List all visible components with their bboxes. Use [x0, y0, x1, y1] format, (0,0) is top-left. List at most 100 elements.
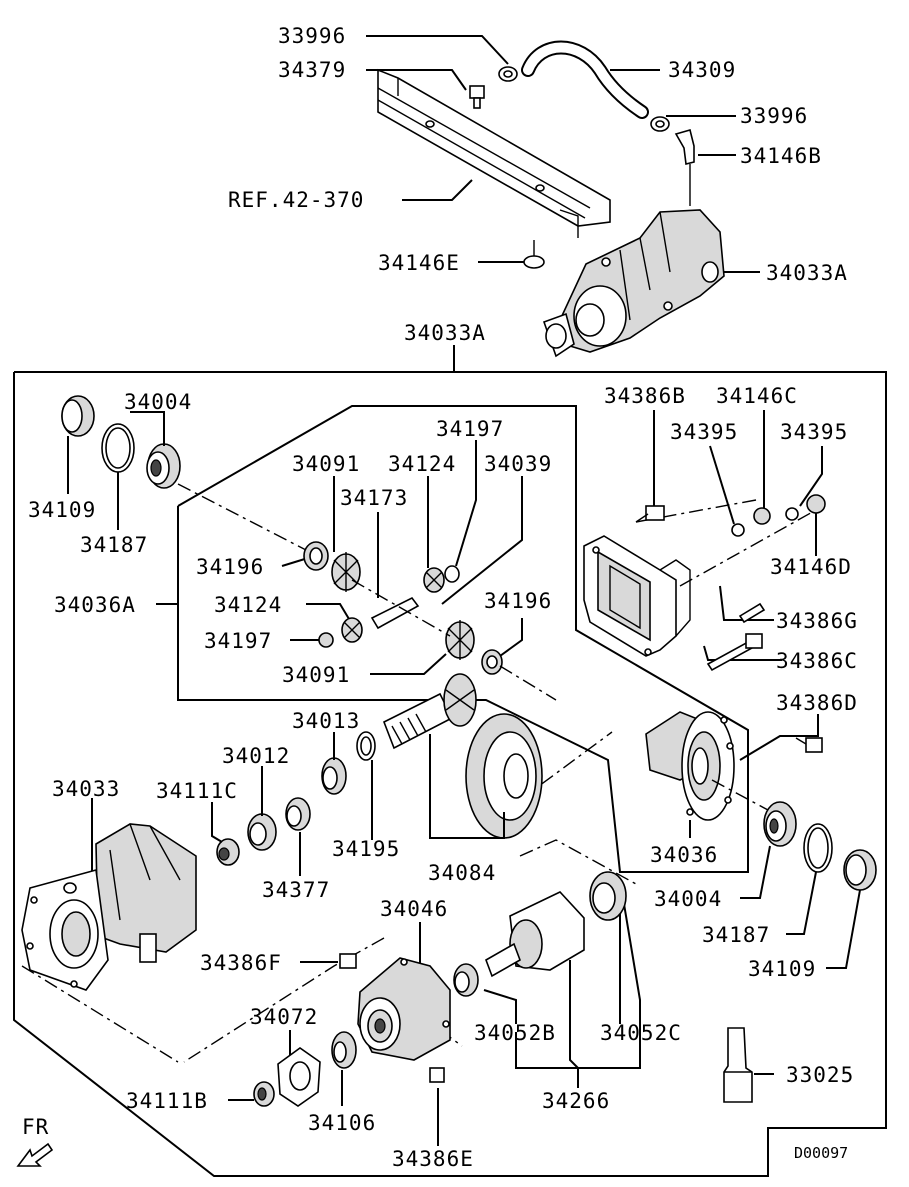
bearing-34004-top	[146, 443, 181, 489]
pinion-gear-34124-top	[423, 567, 445, 593]
label-34109-low: 34109	[748, 957, 816, 981]
ring-gear-34084	[465, 713, 543, 839]
assembly-boundary-box	[13, 371, 887, 1177]
sealant-tube-33025	[723, 1027, 753, 1103]
upper-left-leaders	[67, 411, 307, 551]
label-34084: 34084	[428, 861, 496, 885]
label-34091-top: 34091	[292, 452, 360, 476]
shim-34195	[356, 731, 376, 761]
label-34146d: 34146D	[770, 555, 852, 579]
label-34386c: 34386C	[776, 649, 858, 673]
label-ref-42-370: REF.42-370	[228, 188, 364, 212]
centerline-diff-gears	[351, 579, 451, 637]
bolt-34386g	[738, 602, 766, 624]
clamp-33996-mid	[650, 116, 670, 132]
diff-case-subassembly-outline	[177, 405, 749, 873]
label-34109-top: 34109	[28, 498, 96, 522]
label-34386b: 34386B	[604, 384, 686, 408]
bolt-34386b	[635, 505, 665, 523]
label-34033a-box: 34033A	[404, 321, 486, 345]
label-34386g: 34386G	[776, 609, 858, 633]
label-34072: 34072	[250, 1005, 318, 1029]
rear-cover	[583, 535, 691, 657]
washer-34197-top	[444, 565, 460, 583]
label-34046: 34046	[380, 897, 448, 921]
diff-carrier-assembly-top	[542, 209, 725, 358]
pinion-gear-34124-low	[341, 617, 363, 643]
plug-34146d	[806, 494, 826, 514]
label-34309: 34309	[668, 58, 736, 82]
side-gear-34091-low	[445, 620, 475, 660]
label-34187-low: 34187	[702, 923, 770, 947]
leaders-inner	[156, 440, 523, 675]
label-34386e: 34386E	[392, 1147, 474, 1171]
washer-34197-low	[318, 632, 334, 648]
label-34124-low: 34124	[214, 593, 282, 617]
bearing-34013	[321, 757, 347, 795]
label-34146e: 34146E	[378, 251, 460, 275]
label-34195: 34195	[332, 837, 400, 861]
oring-34187-low	[803, 823, 833, 873]
lower-leaders	[183, 839, 774, 1146]
label-34013: 34013	[292, 709, 360, 733]
centerline-diff-gears-2	[499, 665, 557, 701]
label-34395-b: 34395	[780, 420, 848, 444]
bolt-34386e	[429, 1067, 445, 1083]
thrust-washer-34196-left	[303, 541, 329, 571]
spacer-34012	[247, 813, 277, 851]
label-34386d: 34386D	[776, 691, 858, 715]
nut-34111c	[216, 838, 240, 866]
bolt-34386c	[706, 633, 763, 672]
label-34111c: 34111C	[156, 779, 238, 803]
label-34052c: 34052C	[600, 1021, 682, 1045]
oring-34187-top	[101, 423, 135, 473]
oil-seal-34109-low	[843, 849, 877, 891]
label-34033: 34033	[52, 777, 120, 801]
label-34004-top: 34004	[124, 390, 192, 414]
breather-hose-34309	[521, 40, 649, 119]
bearing-34052c	[589, 871, 627, 921]
label-34146c: 34146C	[716, 384, 798, 408]
label-34111b: 34111B	[126, 1089, 208, 1113]
label-34106: 34106	[308, 1111, 376, 1135]
part-number-labels: 33996 34379 34309 33996 34146B REF.42-37…	[22, 24, 858, 1171]
oil-seal-34109-top	[61, 395, 95, 437]
label-34033a-top: 34033A	[766, 261, 848, 285]
carrier-housing-34033	[21, 823, 197, 991]
oil-seal-34377	[285, 797, 311, 831]
breather-plug-34146b	[674, 129, 695, 206]
pinion-housing-34046	[357, 957, 451, 1061]
seal-34106	[331, 1031, 357, 1069]
diagram-code: D00097	[794, 1144, 848, 1162]
bearing-34052b	[453, 963, 479, 997]
nut-34111b	[253, 1081, 275, 1107]
label-33025: 33025	[786, 1063, 854, 1087]
gasket-34395-a	[731, 523, 745, 537]
label-34196-right: 34196	[484, 589, 552, 613]
thrust-washer-34196-right	[481, 649, 503, 675]
label-34197-top: 34197	[436, 417, 504, 441]
label-34197-low: 34197	[204, 629, 272, 653]
label-34395-a: 34395	[670, 420, 738, 444]
label-34004-low: 34004	[654, 887, 722, 911]
label-34187-top: 34187	[80, 533, 148, 557]
drive-pinion-34084-shaft	[382, 673, 477, 750]
crossmember-ref-42-370	[377, 68, 611, 238]
bolt-34386f	[339, 953, 357, 969]
label-34036: 34036	[650, 843, 718, 867]
label-34052b: 34052B	[474, 1021, 556, 1045]
plug-34146e	[523, 240, 545, 269]
label-34012: 34012	[222, 744, 290, 768]
label-34173: 34173	[340, 486, 408, 510]
label-34266: 34266	[542, 1089, 610, 1113]
centerline-housing	[21, 965, 179, 1063]
label-34039: 34039	[484, 452, 552, 476]
gasket-34395-b	[785, 507, 799, 521]
mid-leaders	[91, 732, 505, 876]
diff-case-34036	[519, 711, 769, 821]
flange-34072	[277, 1047, 321, 1107]
label-34036a: 34036A	[54, 593, 136, 617]
pinion-shaft-34173	[370, 596, 420, 630]
label-33996-top: 33996	[278, 24, 346, 48]
